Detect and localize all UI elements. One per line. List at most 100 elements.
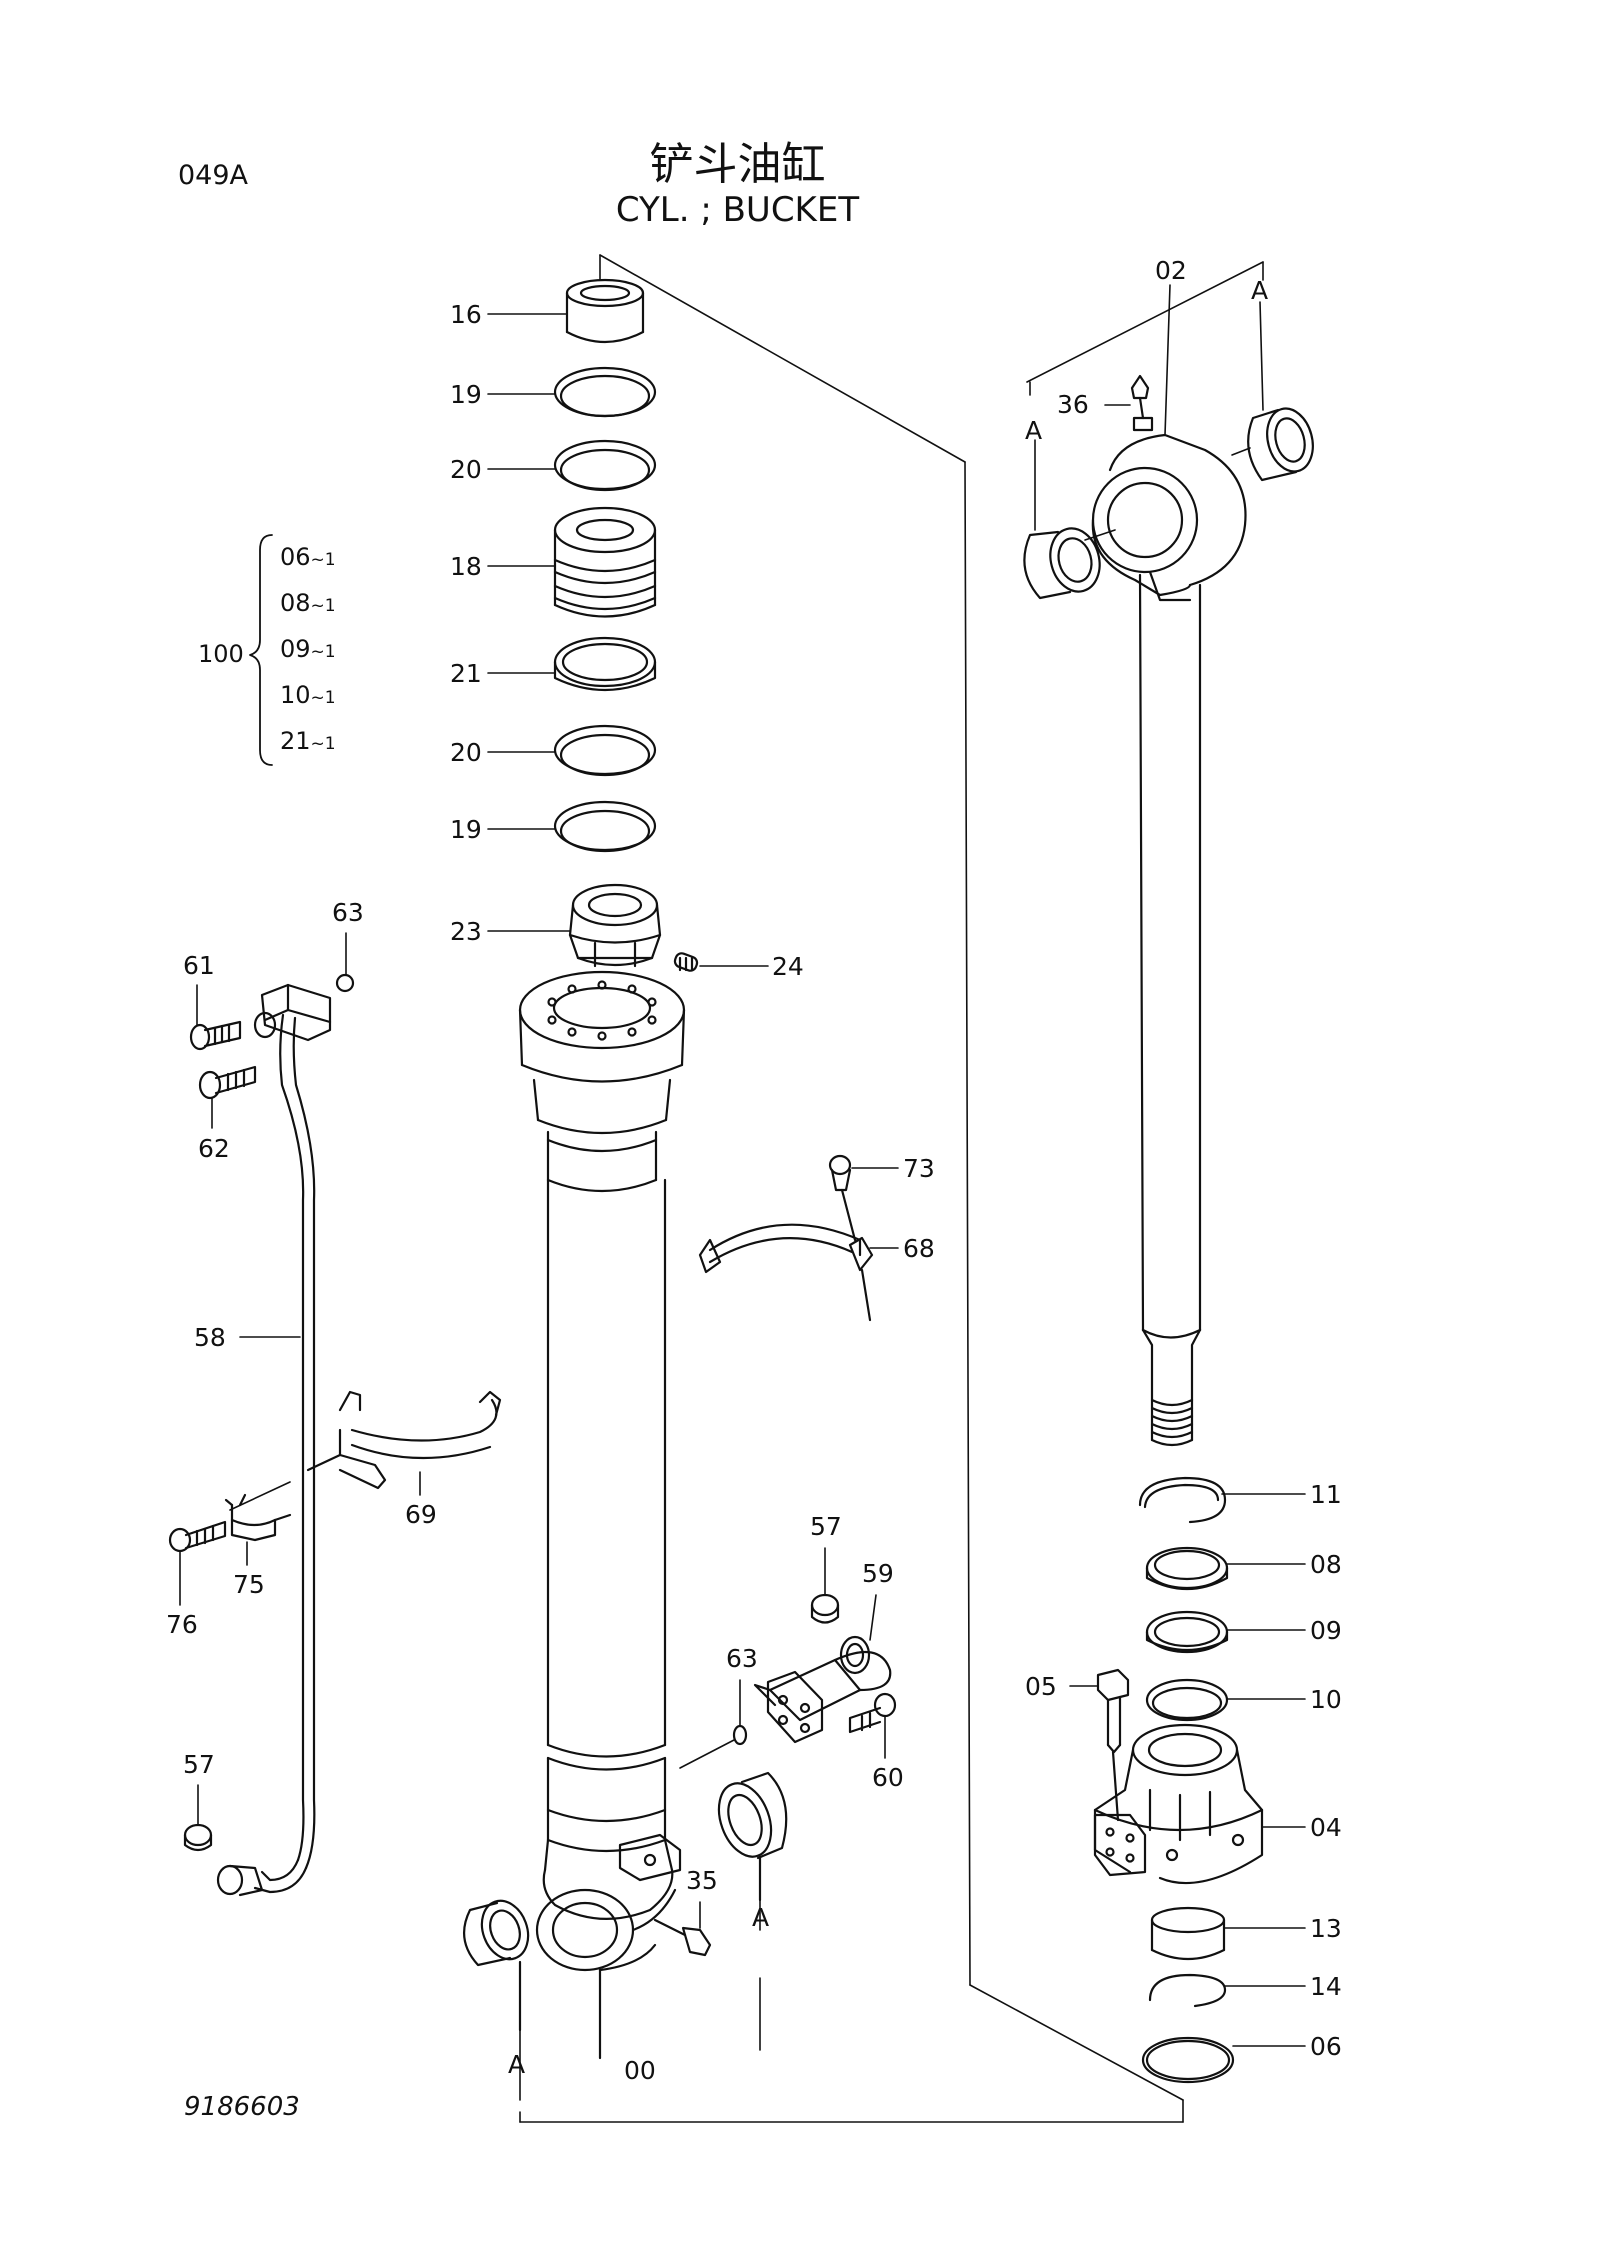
kit-item-08: 08~1 xyxy=(280,589,336,617)
callout-20-upper: 20 xyxy=(450,455,482,484)
part-09-seal xyxy=(1145,1610,1229,1654)
part-19-backup-ring-upper xyxy=(553,366,657,418)
part-04-rod-cover xyxy=(1093,1723,1264,1885)
part-61-bolt xyxy=(189,1020,242,1051)
kit-brace xyxy=(249,534,273,766)
callout-20-lower: 20 xyxy=(450,738,482,767)
part-02-rod-eye xyxy=(1091,433,1247,602)
callout-57-upper: 57 xyxy=(810,1512,842,1541)
callout-75: 75 xyxy=(233,1570,265,1599)
part-36-grease-fitting xyxy=(1130,374,1154,432)
part-61-62-bracket xyxy=(253,983,332,1042)
callout-63-upper: 63 xyxy=(332,898,364,927)
part-13-bushing xyxy=(1150,1906,1226,1960)
part-75-clip xyxy=(224,1493,292,1542)
part-59-flange xyxy=(766,1670,824,1744)
callout-62: 62 xyxy=(198,1134,230,1163)
part-06-oring xyxy=(1141,2036,1235,2084)
kit-item-09: 09~1 xyxy=(280,635,336,663)
kit-item-06: 06~1 xyxy=(280,543,336,571)
callout-68: 68 xyxy=(903,1234,935,1263)
part-05-bolt xyxy=(1096,1668,1130,1822)
axis-line-upper xyxy=(1231,447,1251,456)
frame-lines xyxy=(519,254,1264,2123)
part-73-bolt xyxy=(828,1154,857,1242)
part-63-oring-top xyxy=(335,973,355,993)
part-14-snap-ring xyxy=(1148,1973,1227,2008)
title-chinese: 铲斗油缸 xyxy=(649,139,826,190)
bushing-a-right xyxy=(717,1771,788,1902)
callout-08: 08 xyxy=(1310,1550,1342,1579)
callout-61: 61 xyxy=(183,951,215,980)
part-20-wear-ring-upper xyxy=(553,439,657,492)
part-10-ring xyxy=(1145,1678,1229,1722)
callout-76: 76 xyxy=(166,1610,198,1639)
callout-10: 10 xyxy=(1310,1685,1342,1714)
part-57-nut-lower xyxy=(183,1823,213,1852)
callout-19-upper: 19 xyxy=(450,380,482,409)
callout-36: 36 xyxy=(1057,390,1089,419)
kit-number: 100 xyxy=(198,640,244,668)
part-62-bolt xyxy=(198,1065,257,1100)
bushing-a-left xyxy=(462,1899,530,2032)
part-rod xyxy=(1138,573,1202,1447)
part-60-bolt xyxy=(848,1692,897,1734)
leader-lines xyxy=(179,284,1306,2047)
part-35-grease-fitting xyxy=(653,1918,712,1957)
kit-item-10: 10~1 xyxy=(280,681,336,709)
part-68-band xyxy=(698,1223,874,1322)
ref-a-upper-right: A xyxy=(1251,276,1269,305)
bushing-a-upper-left xyxy=(1023,527,1101,600)
kit-item-21: 21~1 xyxy=(280,727,336,755)
part-08-seal xyxy=(1145,1546,1229,1591)
callout-63-lower: 63 xyxy=(726,1644,758,1673)
bushing-a-upper-right xyxy=(1247,407,1314,482)
title-english: CYL. ; BUCKET xyxy=(615,190,860,230)
part-24-set-screw xyxy=(673,952,699,972)
part-76-bolt xyxy=(168,1520,227,1553)
callout-18: 18 xyxy=(450,552,482,581)
callout-09: 09 xyxy=(1310,1616,1342,1645)
callout-35: 35 xyxy=(686,1866,718,1895)
part-58-pipe xyxy=(216,1013,316,1897)
callout-04: 04 xyxy=(1310,1813,1342,1842)
callout-06: 06 xyxy=(1310,2032,1342,2061)
drawing-number: 9186603 xyxy=(184,2092,300,2122)
callout-59: 59 xyxy=(862,1559,894,1588)
callout-60: 60 xyxy=(872,1763,904,1792)
callout-19-lower: 19 xyxy=(450,815,482,844)
part-19-backup-ring-lower xyxy=(553,800,657,853)
ref-a-lower-left: A xyxy=(508,2050,526,2079)
part-18-piston xyxy=(553,506,657,618)
callout-57-lower: 57 xyxy=(183,1750,215,1779)
part-23-nut xyxy=(568,883,662,968)
callout-00: 00 xyxy=(624,2056,656,2085)
part-59-elbow xyxy=(753,1635,892,1722)
part-16-bushing xyxy=(565,278,645,344)
callout-58: 58 xyxy=(194,1323,226,1352)
axis-line-lower xyxy=(1084,529,1116,541)
callout-11: 11 xyxy=(1310,1480,1342,1509)
part-11-snap-ring xyxy=(1138,1476,1227,1524)
part-63-oring-lower xyxy=(732,1724,748,1746)
ref-a-upper-left: A xyxy=(1025,416,1043,445)
callout-24: 24 xyxy=(772,952,804,981)
callout-69: 69 xyxy=(405,1500,437,1529)
callout-21: 21 xyxy=(450,659,482,688)
callout-05: 05 xyxy=(1025,1672,1057,1701)
leader-63-to-tube xyxy=(679,1739,735,1769)
part-00-cylinder-tube xyxy=(518,970,686,2060)
part-21-seal xyxy=(553,636,657,692)
part-69-band xyxy=(306,1390,502,1490)
part-20-wear-ring-lower xyxy=(553,724,657,777)
leader-69-to-75 xyxy=(229,1481,291,1511)
ref-a-lower-right: A xyxy=(752,1903,770,1932)
page-code: 049A xyxy=(178,160,249,191)
callout-13: 13 xyxy=(1310,1914,1342,1943)
callout-02: 02 xyxy=(1155,256,1187,285)
callout-14: 14 xyxy=(1310,1972,1342,2001)
callout-16: 16 xyxy=(450,300,482,329)
part-57-nut-upper xyxy=(810,1593,840,1624)
